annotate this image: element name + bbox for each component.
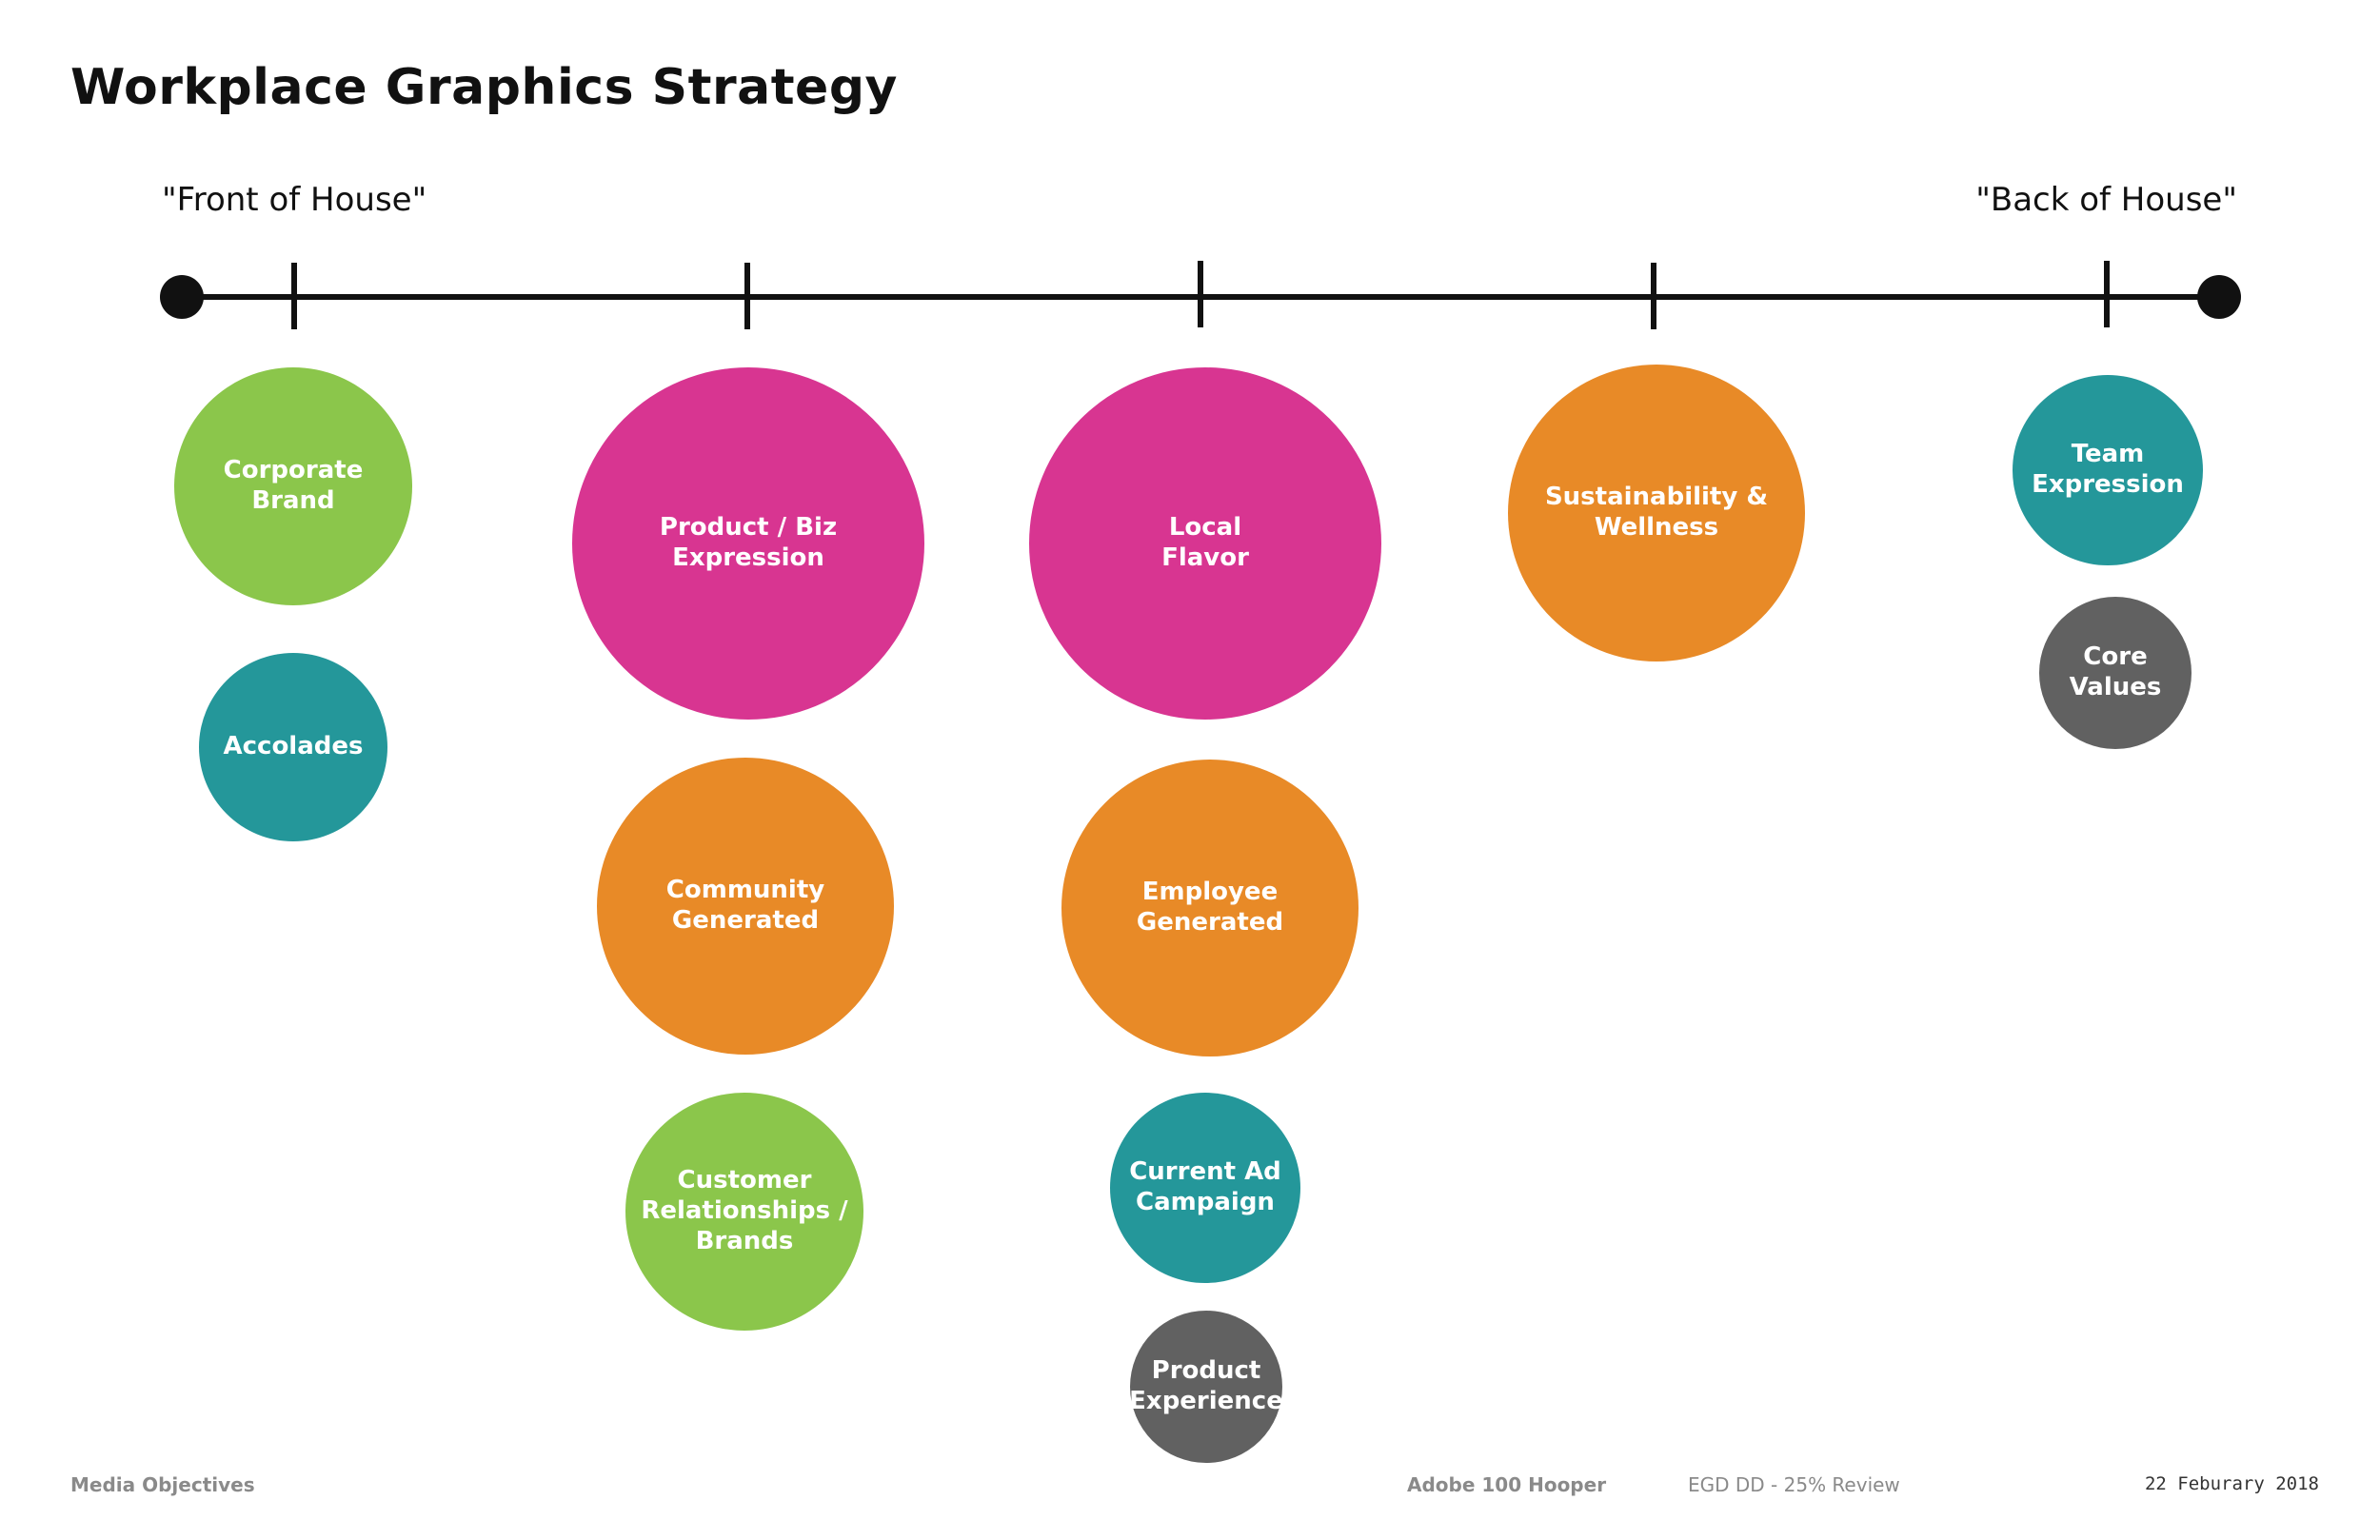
bubble-employee-generated: Employee Generated (1061, 760, 1359, 1056)
bubble-community-generated: Community Generated (597, 758, 894, 1055)
bubble-accolades: Accolades (199, 653, 387, 841)
timeline-left-endpoint (160, 275, 204, 319)
bubble-core-values: Core Values (2039, 597, 2192, 749)
bubble-current-ad-campaign: Current Ad Campaign (1110, 1093, 1300, 1283)
bubble-team-expression: Team Expression (2013, 375, 2203, 565)
footer-section-name: Media Objectives (70, 1473, 255, 1496)
bubble-label: Core Values (2069, 642, 2162, 701)
footer-date: 22 Feburary 2018 (2144, 1473, 2319, 1494)
page-title: Workplace Graphics Strategy (70, 59, 898, 116)
bubble-product-biz-expression: Product / Biz Expression (572, 367, 924, 720)
bubble-label: Corporate Brand (223, 456, 364, 515)
bubble-label: Community Generated (665, 876, 825, 935)
bubble-label: Accolades (223, 732, 364, 761)
bubble-label: Employee Generated (1136, 878, 1284, 937)
bubble-corporate-brand: Corporate Brand (174, 367, 412, 605)
bubble-sustainability-wellness: Sustainability & Wellness (1508, 365, 1805, 661)
bubble-product-experience: Product Experience (1129, 1311, 1283, 1463)
bubble-label: Local Flavor (1161, 513, 1249, 572)
back-of-house-label: "Back of House" (1975, 181, 2237, 219)
bubble-label: Current Ad Campaign (1129, 1157, 1281, 1216)
bubble-label: Product / Biz Expression (659, 513, 838, 572)
timeline-right-endpoint (2197, 275, 2241, 319)
front-of-house-label: "Front of House" (162, 181, 427, 219)
bubble-label: Sustainability & Wellness (1544, 483, 1769, 542)
bubble-customer-relationships-brands: Customer Relationships / Brands (625, 1093, 863, 1331)
footer-project-name: Adobe 100 Hooper (1407, 1473, 1607, 1496)
footer-review-stage: EGD DD - 25% Review (1688, 1473, 1900, 1496)
bubble-label: Customer Relationships / Brands (641, 1166, 848, 1255)
bubble-label: Team Expression (2032, 440, 2184, 499)
bubble-label: Product Experience (1129, 1356, 1283, 1415)
bubble-local-flavor: Local Flavor (1029, 367, 1381, 720)
